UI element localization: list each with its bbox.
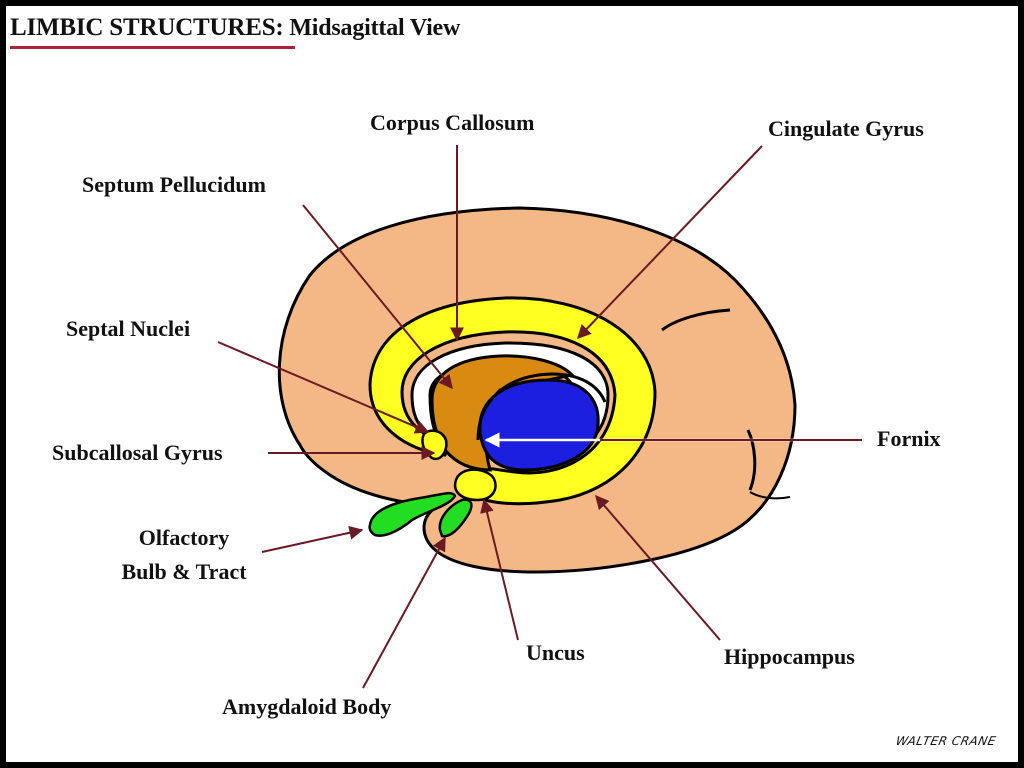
- arrow-septum-pellucidum: [302, 204, 453, 390]
- title-sub: Midsagittal View: [283, 15, 461, 41]
- label-septum-pellucidum: Septum Pellucidum: [82, 172, 266, 197]
- label-uncus: Uncus: [526, 640, 585, 665]
- title-main: LIMBIC STRUCTURES:: [10, 14, 284, 41]
- page-title: LIMBIC STRUCTURES: Midsagittal View: [10, 14, 460, 42]
- arrow-amygdaloid-body: [362, 536, 446, 689]
- arrow-uncus: [480, 498, 519, 641]
- label-fornix: Fornix: [877, 426, 941, 451]
- title-underline: [10, 46, 295, 49]
- olfactory-bulb: [368, 491, 457, 537]
- label-corpus-callosum: Corpus Callosum: [370, 110, 535, 135]
- label-olfactory: Olfactory Bulb & Tract: [96, 525, 272, 585]
- label-hippocampus: Hippocampus: [724, 644, 855, 669]
- thalamus: [478, 378, 600, 472]
- arrow-cingulate-gyrus: [577, 145, 763, 340]
- arrow-olfactory: [261, 525, 364, 553]
- label-olfactory-line1: Olfactory: [138, 525, 230, 550]
- artist-signature: WALTER CRANE: [894, 734, 998, 748]
- arrow-hippocampus: [595, 494, 721, 641]
- amygdaloid-body: [438, 498, 473, 538]
- label-amygdaloid-body: Amygdaloid Body: [222, 694, 392, 719]
- occipital-sulcus: [661, 308, 731, 332]
- temporal-sulcus: [746, 429, 757, 491]
- label-olfactory-line2: Bulb & Tract: [121, 559, 247, 584]
- fornix-outline: [476, 372, 607, 441]
- label-cingulate-gyrus: Cingulate Gyrus: [768, 116, 924, 141]
- label-septal-nuclei: Septal Nuclei: [66, 316, 191, 341]
- label-subcallosal-gyrus: Subcallosal Gyrus: [52, 440, 223, 465]
- arrow-septal-nuclei: [217, 341, 430, 434]
- parietal-sulcus: [749, 491, 791, 500]
- uncus: [453, 468, 497, 502]
